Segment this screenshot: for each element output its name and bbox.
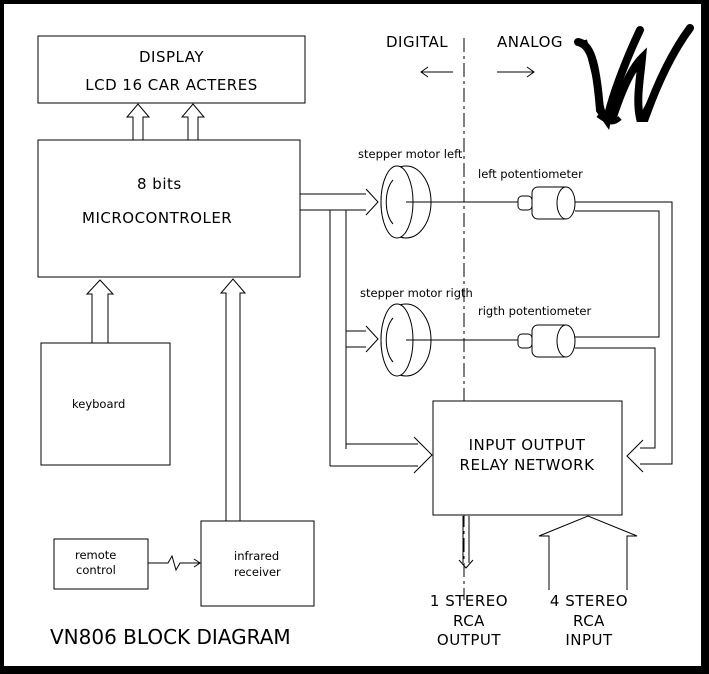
block-diagram: DIGITAL ANALOG DISPLAY LCD 16 CAR ACTERE… <box>37 24 694 649</box>
micro-branch-lines <box>329 210 347 466</box>
ir-label-line1: infrared <box>234 549 279 563</box>
left-potentiometer <box>517 186 576 220</box>
keyboard-block <box>40 342 171 466</box>
input-label-line2: RCA <box>573 612 605 630</box>
micro-to-relay-arrow <box>330 436 433 474</box>
output-label-line2: RCA <box>453 612 485 630</box>
remote-control-block <box>53 538 149 590</box>
microcontroller-block <box>37 139 301 278</box>
input-label-line1: 4 STEREO <box>550 592 628 610</box>
analog-label: ANALOG <box>497 33 563 51</box>
input-to-relay-arrow <box>538 515 638 590</box>
input-label-line3: INPUT <box>565 631 613 649</box>
diagram-title: VN806 BLOCK DIAGRAM <box>50 625 291 649</box>
pots-to-relay-arrow <box>575 201 673 473</box>
remote-label-line2: control <box>76 563 116 577</box>
micro-to-motor-right-arrow <box>346 325 379 353</box>
micro-to-display-arrows <box>125 103 206 140</box>
output-label-line1: 1 STEREO <box>430 592 508 610</box>
stepper-motor-right-label: stepper motor rigth <box>360 286 473 300</box>
relay-to-output-arrow <box>458 516 474 569</box>
stepper-motor-left-label: stepper motor left <box>358 147 463 161</box>
left-potentiometer-label: left potentiometer <box>478 167 583 181</box>
keyboard-to-micro-arrow <box>85 279 115 343</box>
display-title: DISPLAY <box>139 48 204 66</box>
ir-to-micro-arrow <box>219 278 247 521</box>
display-block <box>37 35 306 104</box>
right-potentiometer <box>517 324 576 358</box>
ir-label-line2: receiver <box>234 565 281 579</box>
digital-label: DIGITAL <box>386 33 448 51</box>
infrared-receiver-block <box>200 520 315 607</box>
right-potentiometer-label: rigth potentiometer <box>478 304 591 318</box>
analog-arrow <box>497 66 535 78</box>
micro-title: MICROCONTROLER <box>82 209 232 227</box>
remote-label-line1: remote <box>75 548 116 562</box>
vn-logo <box>574 24 694 130</box>
ir-signal-arrow <box>148 554 201 572</box>
diagram-canvas: DIGITAL ANALOG DISPLAY LCD 16 CAR ACTERE… <box>4 4 701 666</box>
relay-title-line2: RELAY NETWORK <box>460 456 596 474</box>
keyboard-label: keyboard <box>72 397 125 411</box>
relay-network-block <box>432 400 623 516</box>
output-label-line3: OUTPUT <box>437 631 501 649</box>
micro-to-motor-left-arrow <box>300 188 379 216</box>
display-subtitle: LCD 16 CAR ACTERES <box>85 76 257 94</box>
digital-arrow <box>420 66 453 78</box>
relay-title-line1: INPUT OUTPUT <box>469 436 586 454</box>
micro-bits-label: 8 bits <box>137 175 182 193</box>
